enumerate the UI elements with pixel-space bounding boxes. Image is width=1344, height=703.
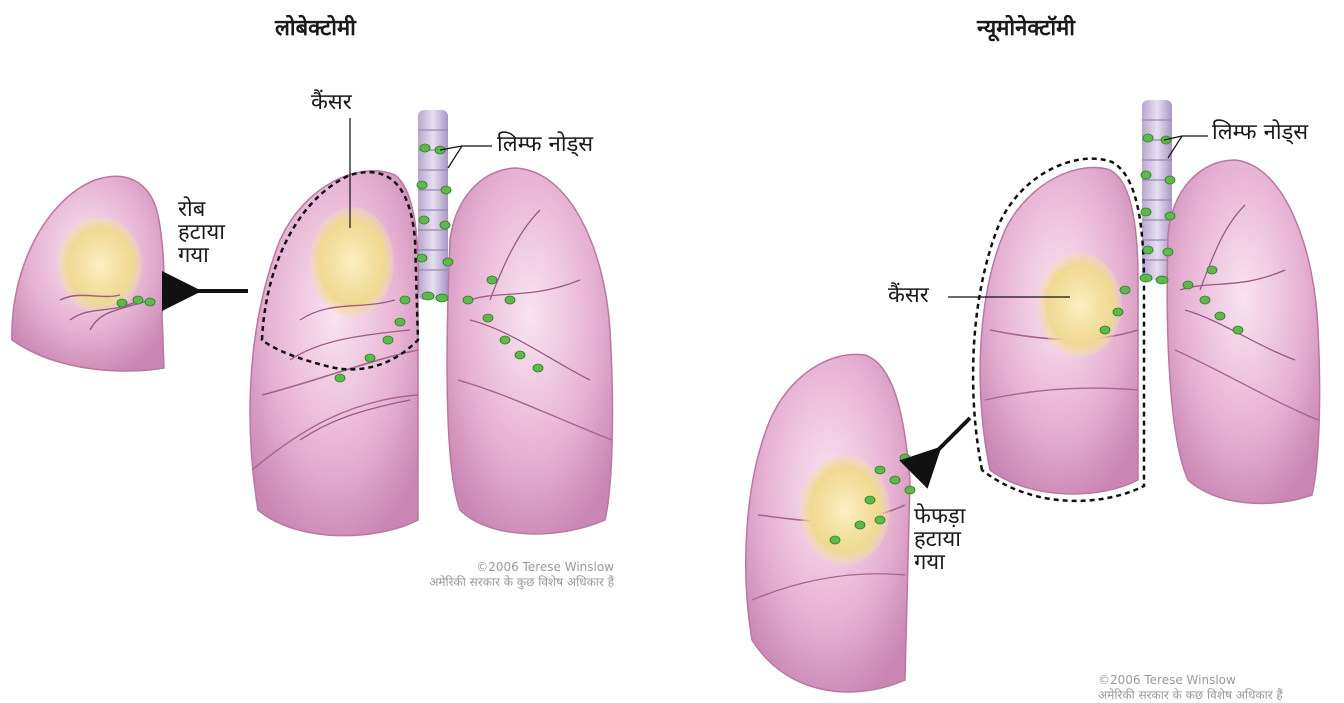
removed-label-line-3: गया	[178, 244, 225, 267]
left-lung	[1167, 160, 1319, 503]
removed-lung	[746, 354, 915, 692]
pneumonectomy-removed-label: फेफड़ा हटाया गया	[914, 505, 965, 574]
pneumonectomy-lymph-label: लिम्फ नोड्स	[1212, 120, 1308, 145]
removed-label-line-1: रोब	[178, 198, 225, 221]
credit-line-2: अमेरिकी सरकार के कछ विशेष अधिकार हैं	[1098, 688, 1342, 703]
credit-line-2: अमेरिकी सरकार के कुछ विशेष अधिकार हैं	[372, 575, 614, 590]
removed-label-line-2: हटाया	[914, 528, 965, 551]
lobectomy-panel	[12, 110, 613, 536]
removed-label-line-3: गया	[914, 551, 965, 574]
removed-label-line-2: हटाया	[178, 221, 225, 244]
lobectomy-cancer-label: कैंसर	[311, 90, 352, 115]
removed-lobe	[12, 176, 164, 371]
pneumonectomy-credit: ©2006 Terese Winslow अमेरिकी सरकार के कछ…	[1098, 673, 1342, 703]
lobectomy-credit: ©2006 Terese Winslow अमेरिकी सरकार के कु…	[372, 560, 614, 590]
left-lung	[447, 168, 612, 534]
lobectomy-title: लोबेक्टोमी	[275, 16, 356, 41]
removed-lung-arrow	[936, 418, 970, 452]
pneumonectomy-panel	[746, 100, 1320, 692]
removed-label-line-1: फेफड़ा	[914, 505, 965, 528]
credit-line-1: ©2006 Terese Winslow	[1098, 673, 1342, 688]
pneumonectomy-cancer-label: कैंसर	[888, 283, 929, 308]
trachea	[418, 110, 448, 300]
pneumonectomy-title: न्यूमोनेक्टॉमी	[977, 16, 1075, 41]
credit-line-1: ©2006 Terese Winslow	[372, 560, 614, 575]
right-lung	[973, 159, 1144, 501]
lobectomy-removed-label: रोब हटाया गया	[178, 198, 225, 267]
right-lung	[250, 171, 418, 536]
lobectomy-lymph-label: लिम्फ नोड्स	[497, 132, 593, 157]
